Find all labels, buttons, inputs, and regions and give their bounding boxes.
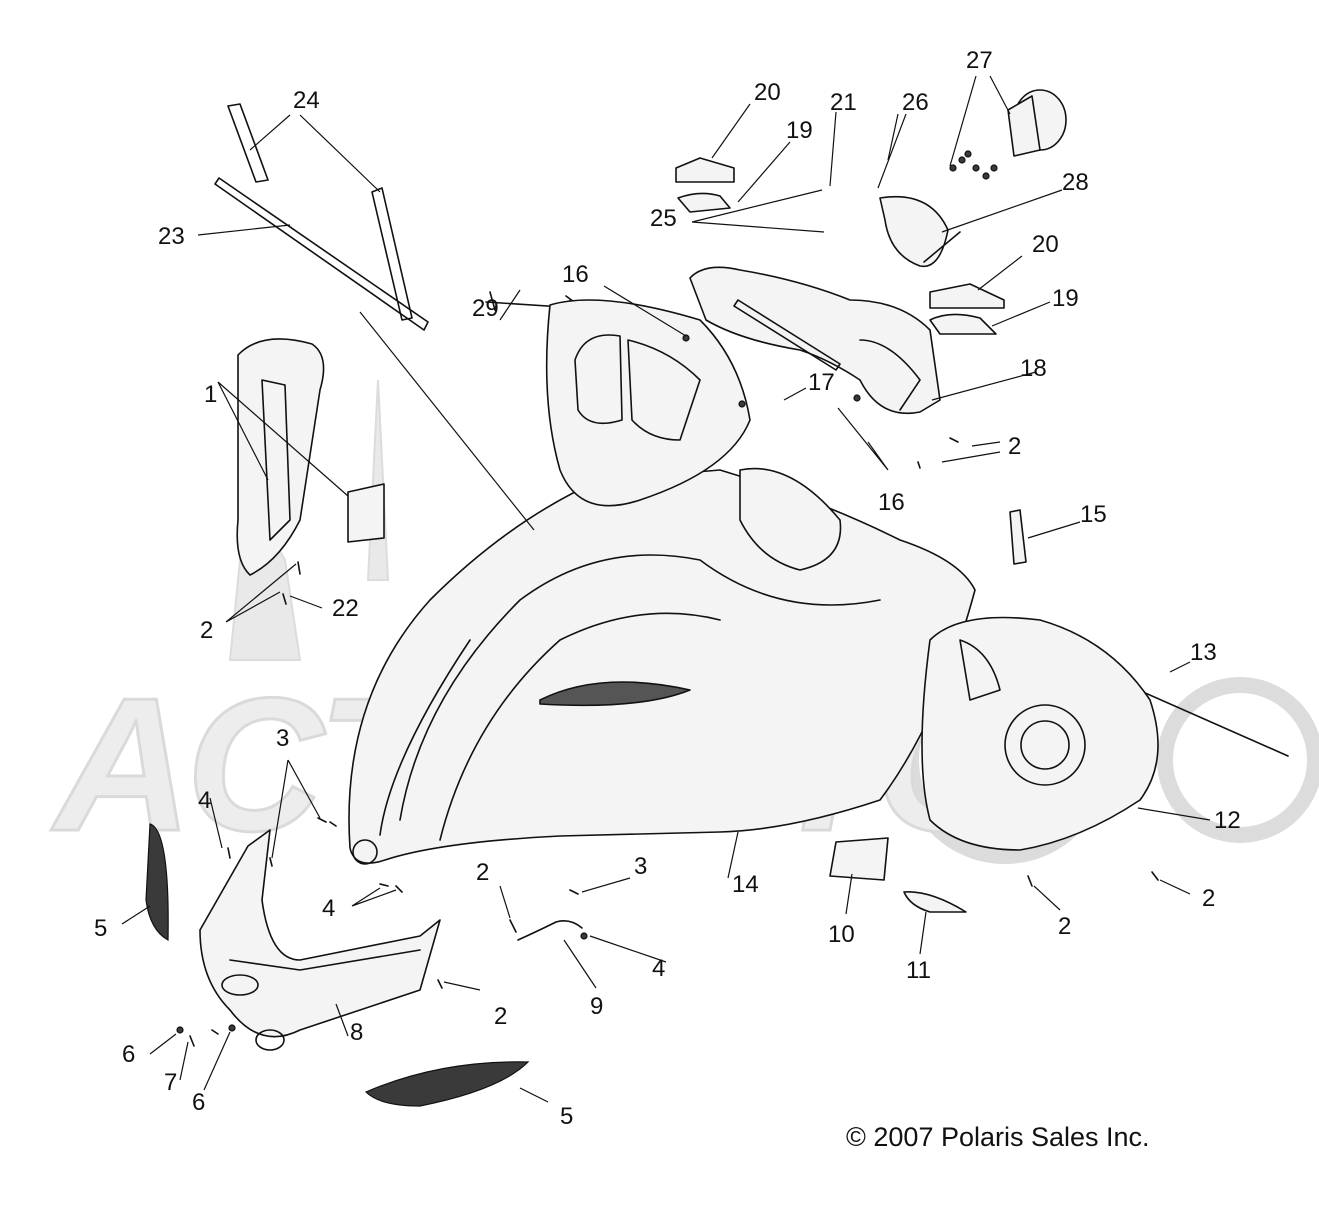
part-14-hood <box>348 299 976 865</box>
callout-28: 28 <box>1062 169 1089 196</box>
part-15-clip <box>1009 509 1027 565</box>
callout-5a: 5 <box>94 915 107 942</box>
callout-16: 16 <box>562 261 589 288</box>
callout-3a: 3 <box>276 725 289 752</box>
part-11-decal <box>903 891 967 913</box>
callout-labels: 24 23 29 16 20 19 21 26 27 28 25 20 19 1… <box>94 47 1241 1130</box>
callout-2a: 2 <box>1008 433 1021 460</box>
callout-18: 18 <box>1020 355 1047 382</box>
part-21-bezel <box>879 195 949 268</box>
copyright-notice: © 2007 Polaris Sales Inc. <box>846 1122 1150 1152</box>
callout-20: 20 <box>754 79 781 106</box>
callout-2b: 2 <box>200 617 213 644</box>
callout-13: 13 <box>1190 639 1217 666</box>
callout-22: 22 <box>332 595 359 622</box>
callout-20b: 20 <box>1032 231 1059 258</box>
part-9-cable <box>517 920 583 941</box>
part-8-bumper <box>199 829 441 1051</box>
part-20-pads <box>675 157 1005 309</box>
fasteners <box>176 334 1159 1047</box>
callout-4b: 4 <box>322 895 335 922</box>
callout-25: 25 <box>650 205 677 232</box>
callout-16b: 16 <box>878 489 905 516</box>
callout-19: 19 <box>786 117 813 144</box>
callout-2c: 2 <box>476 859 489 886</box>
callout-27: 27 <box>966 47 993 74</box>
callout-2d: 2 <box>494 1003 507 1030</box>
callout-24: 24 <box>293 87 320 114</box>
callout-17: 17 <box>808 369 835 396</box>
callout-2e: 2 <box>1058 913 1071 940</box>
callout-3b: 3 <box>634 853 647 880</box>
part-1-side-pod <box>236 338 385 576</box>
part-18-dash-panel <box>689 266 941 414</box>
callout-6a: 6 <box>122 1041 135 1068</box>
callout-4a: 4 <box>198 787 211 814</box>
callout-7: 7 <box>164 1069 177 1096</box>
callout-19b: 19 <box>1052 285 1079 312</box>
part-17-rod <box>733 299 841 371</box>
callout-5b: 5 <box>560 1103 573 1130</box>
part-12-headlight-housing <box>921 616 1159 851</box>
part-5-grilles <box>145 823 530 1107</box>
part-10-decal <box>829 837 889 881</box>
callout-26: 26 <box>902 89 929 116</box>
part-23-trim-strip <box>214 177 429 331</box>
part-24-side-trims <box>227 103 413 321</box>
callout-6b: 6 <box>192 1089 205 1116</box>
callout-1: 1 <box>204 381 217 408</box>
callout-15: 15 <box>1080 501 1107 528</box>
callout-14: 14 <box>732 871 759 898</box>
callout-9: 9 <box>590 993 603 1020</box>
callout-11: 11 <box>906 957 931 984</box>
callout-2f: 2 <box>1202 885 1215 912</box>
callout-4c: 4 <box>652 955 665 982</box>
callout-21: 21 <box>830 89 857 116</box>
callout-23: 23 <box>158 223 185 250</box>
callout-8: 8 <box>350 1019 363 1046</box>
leader-lines <box>121 75 1211 1103</box>
callout-29: 29 <box>472 295 499 322</box>
part-19-brackets <box>677 192 997 335</box>
callout-12: 12 <box>1214 807 1241 834</box>
part-28-cable <box>923 231 961 263</box>
part-27-gauge <box>949 89 1067 180</box>
callout-10: 10 <box>828 921 855 948</box>
